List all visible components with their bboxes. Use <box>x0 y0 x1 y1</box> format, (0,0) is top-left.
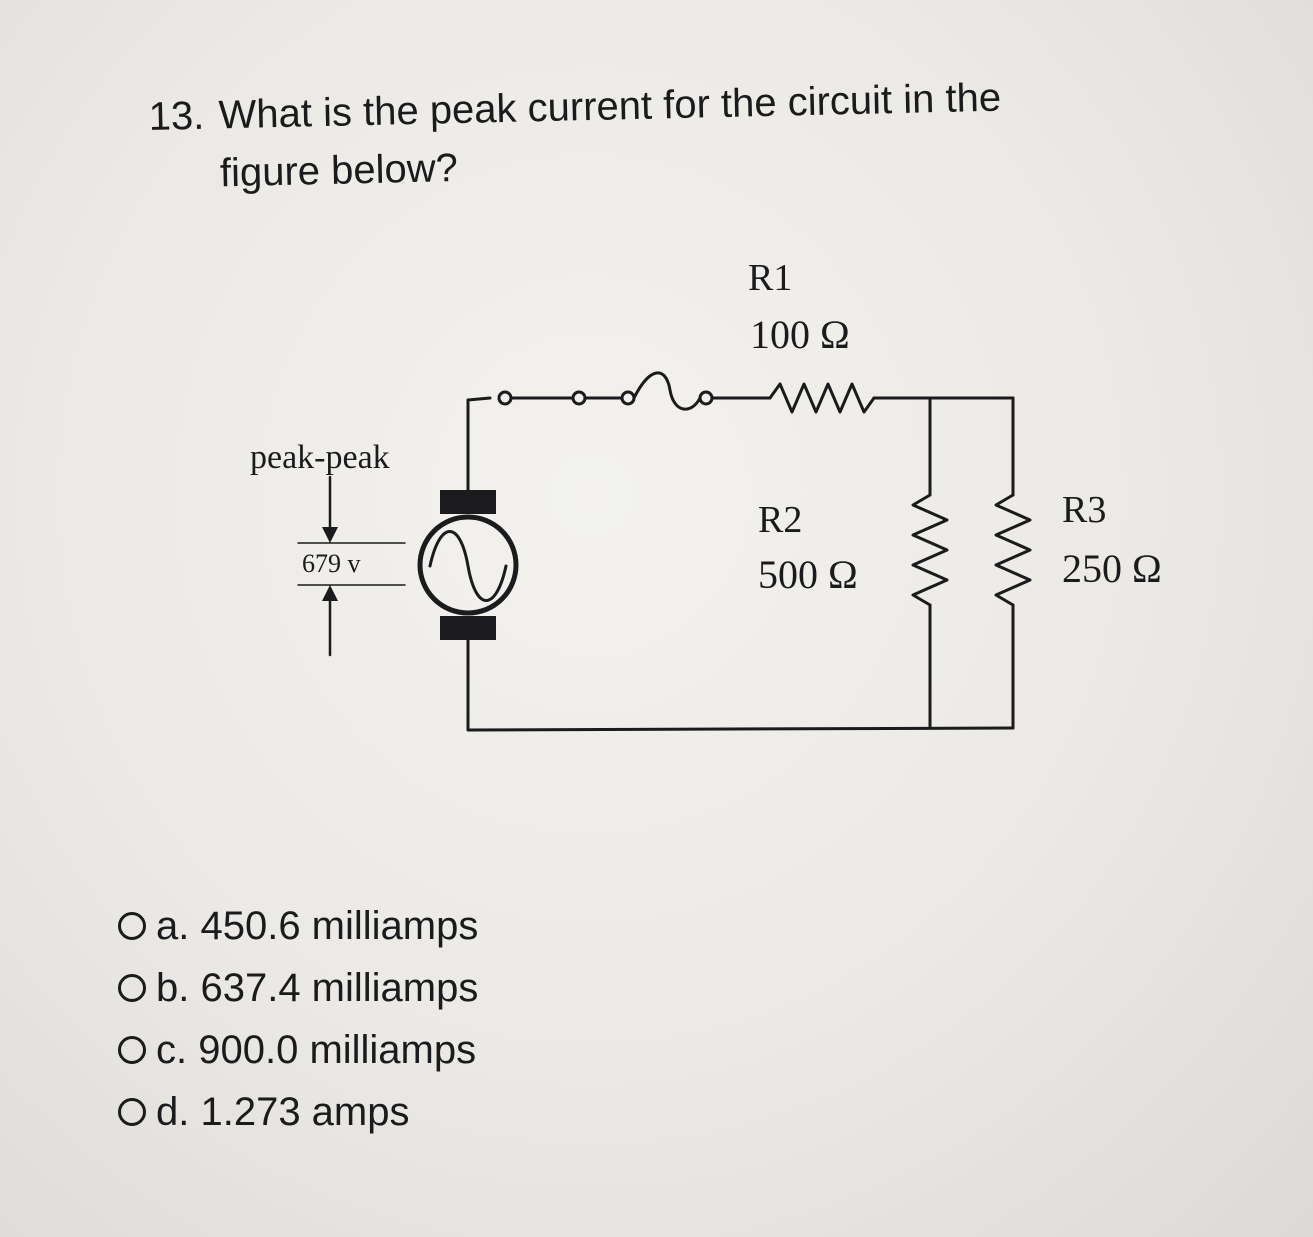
option-a[interactable]: a. 450.6 milliamps <box>118 895 478 957</box>
option-c-label: c. 900.0 milliamps <box>156 1028 477 1072</box>
source-label: peak-peak <box>250 439 390 476</box>
switch-contact-3 <box>620 390 636 406</box>
wire-left-top <box>466 396 492 492</box>
r1-resistor <box>768 382 876 414</box>
radio-icon[interactable] <box>118 1098 146 1126</box>
radio-icon[interactable] <box>118 912 146 940</box>
r3-name: R3 <box>1062 489 1106 531</box>
r3-value: 250 Ω <box>1062 546 1162 591</box>
radio-icon[interactable] <box>118 974 146 1002</box>
arrow-down-head <box>322 527 338 543</box>
ac-source-circle <box>417 514 519 616</box>
option-d-label: d. 1.273 amps <box>156 1090 410 1134</box>
answer-options: a. 450.6 milliamps b. 637.4 milliamps c.… <box>118 895 478 1143</box>
wire-bottom <box>466 638 1015 732</box>
sine-wave-icon <box>428 530 508 602</box>
r1-name: R1 <box>748 257 792 299</box>
switch-contact-2 <box>571 390 587 406</box>
source-bottom-terminal <box>440 616 496 640</box>
switch-contact-4 <box>698 390 714 406</box>
fuse-symbol <box>632 371 702 411</box>
option-d[interactable]: d. 1.273 amps <box>118 1081 478 1143</box>
switch-contact-1 <box>497 390 513 406</box>
source-voltage: 679 v <box>302 549 361 578</box>
r2-value: 500 Ω <box>758 552 858 597</box>
source-top-terminal <box>440 490 496 514</box>
option-a-label: a. 450.6 milliamps <box>156 904 479 948</box>
r2-name: R2 <box>758 499 802 541</box>
option-b-label: b. 637.4 milliamps <box>156 966 479 1010</box>
radio-icon[interactable] <box>118 1036 146 1064</box>
r2-resistor <box>911 493 949 607</box>
option-c[interactable]: c. 900.0 milliamps <box>118 1019 478 1081</box>
option-b[interactable]: b. 637.4 milliamps <box>118 957 478 1019</box>
r3-resistor <box>994 493 1032 607</box>
r1-value: 100 Ω <box>750 312 850 357</box>
arrow-up-head <box>322 585 338 601</box>
